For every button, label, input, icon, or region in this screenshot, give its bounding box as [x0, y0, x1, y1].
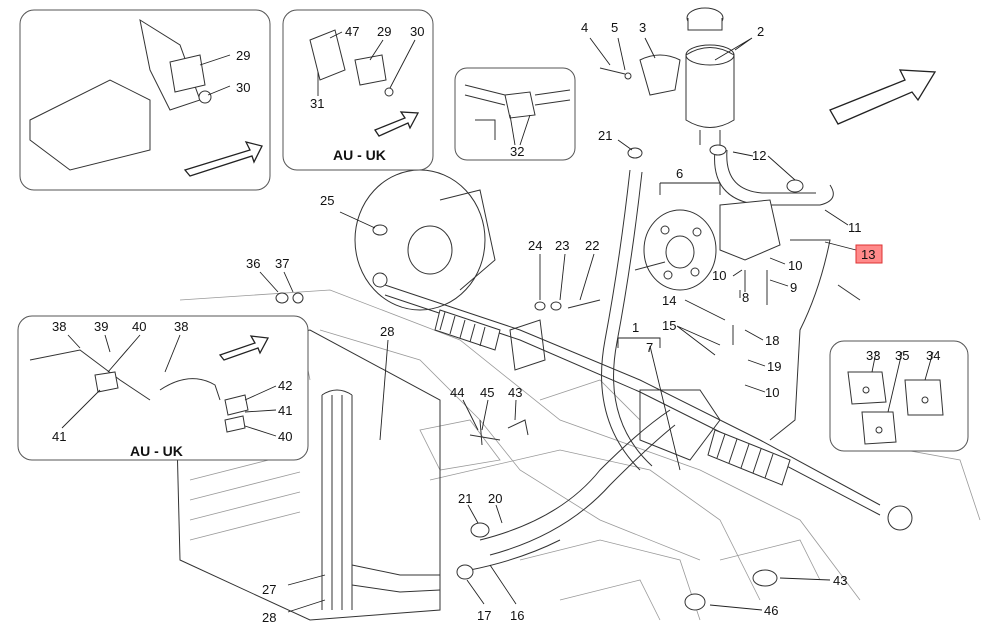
part-label-38a[interactable]: 38: [52, 319, 66, 334]
inset-box-shims: [829, 340, 969, 452]
part-label-28a[interactable]: 28: [380, 324, 394, 339]
part-label-31[interactable]: 31: [310, 96, 324, 111]
part-label-1[interactable]: 1: [632, 320, 639, 335]
leader-lines: [61, 31, 934, 613]
part-13-highlight: [855, 244, 883, 264]
part-label-36[interactable]: 36: [246, 256, 260, 271]
reservoir-bracket: [599, 54, 681, 96]
part-label-10c[interactable]: 10: [765, 385, 779, 400]
part-label-41a[interactable]: 41: [278, 403, 292, 418]
part-label-22[interactable]: 22: [585, 238, 599, 253]
part-label-24[interactable]: 24: [528, 238, 542, 253]
part-label-3[interactable]: 3: [639, 20, 646, 35]
part-label-23[interactable]: 23: [555, 238, 569, 253]
part-label-40a[interactable]: 40: [132, 319, 146, 334]
part-label-7[interactable]: 7: [646, 340, 653, 355]
part-label-10b[interactable]: 10: [712, 268, 726, 283]
steering-rack: [372, 272, 913, 531]
inset-box-rack-mount: [454, 67, 576, 161]
region-label-top-au-uk: AU - UK: [333, 147, 386, 163]
part-label-39[interactable]: 39: [94, 319, 108, 334]
part-label-32[interactable]: 32: [510, 144, 524, 159]
part-label-46[interactable]: 46: [764, 603, 778, 618]
hydraulic-hoses: [469, 149, 834, 571]
part-label-11[interactable]: 11: [848, 220, 862, 235]
part-label-43a[interactable]: 43: [508, 385, 522, 400]
part-label-6[interactable]: 6: [676, 166, 683, 181]
part-label-29a[interactable]: 29: [236, 48, 250, 63]
part-label-14[interactable]: 14: [662, 293, 676, 308]
part-label-2[interactable]: 2: [757, 24, 764, 39]
part-label-5[interactable]: 5: [611, 20, 618, 35]
part-label-40b[interactable]: 40: [278, 429, 292, 444]
part-label-21a[interactable]: 21: [598, 128, 612, 143]
part-label-29b[interactable]: 29: [377, 24, 391, 39]
part-label-15[interactable]: 15: [662, 318, 676, 333]
part-label-4[interactable]: 4: [581, 20, 588, 35]
part-label-18[interactable]: 18: [765, 333, 779, 348]
part-label-17[interactable]: 17: [477, 608, 491, 623]
part-label-43b[interactable]: 43: [833, 573, 847, 588]
part-label-8[interactable]: 8: [742, 290, 749, 305]
part-label-20[interactable]: 20: [488, 491, 502, 506]
part-label-41b[interactable]: 41: [52, 429, 66, 444]
part-label-45[interactable]: 45: [480, 385, 494, 400]
part-label-19[interactable]: 19: [767, 359, 781, 374]
part-label-28b[interactable]: 28: [262, 610, 276, 625]
part-label-44[interactable]: 44: [450, 385, 464, 400]
part-label-21b[interactable]: 21: [458, 491, 472, 506]
part-label-9[interactable]: 9: [790, 280, 797, 295]
part-label-42[interactable]: 42: [278, 378, 292, 393]
part-label-34[interactable]: 34: [926, 348, 940, 363]
direction-arrow-icon: [829, 69, 937, 125]
wheel-hub-disc: [354, 169, 496, 311]
fluid-reservoir: [685, 7, 735, 145]
chassis-background-drawing: [179, 289, 981, 621]
inset-box-au-uk-left: [17, 315, 309, 461]
part-label-16[interactable]: 16: [510, 608, 524, 623]
part-label-37[interactable]: 37: [275, 256, 289, 271]
small-fittings: [275, 144, 861, 611]
inset-box-top-left: [19, 9, 271, 191]
power-steering-pump: [634, 199, 781, 291]
part-label-35[interactable]: 35: [895, 348, 909, 363]
part-label-47[interactable]: 47: [345, 24, 359, 39]
inset-box-au-uk-top: [282, 9, 434, 171]
part-number-labels: 29 30 47 29 30 31 32 4 5 3 2 21 12 6 11 …: [52, 20, 940, 625]
part-label-30b[interactable]: 30: [410, 24, 424, 39]
part-label-25[interactable]: 25: [320, 193, 334, 208]
part-label-10a[interactable]: 10: [788, 258, 802, 273]
part-label-30a[interactable]: 30: [236, 80, 250, 95]
part-label-13[interactable]: 13: [861, 247, 875, 262]
part-label-33[interactable]: 33: [866, 348, 880, 363]
region-label-left-au-uk: AU - UK: [130, 443, 183, 459]
part-label-27[interactable]: 27: [262, 582, 276, 597]
part-label-12[interactable]: 12: [752, 148, 766, 163]
part-label-38b[interactable]: 38: [174, 319, 188, 334]
